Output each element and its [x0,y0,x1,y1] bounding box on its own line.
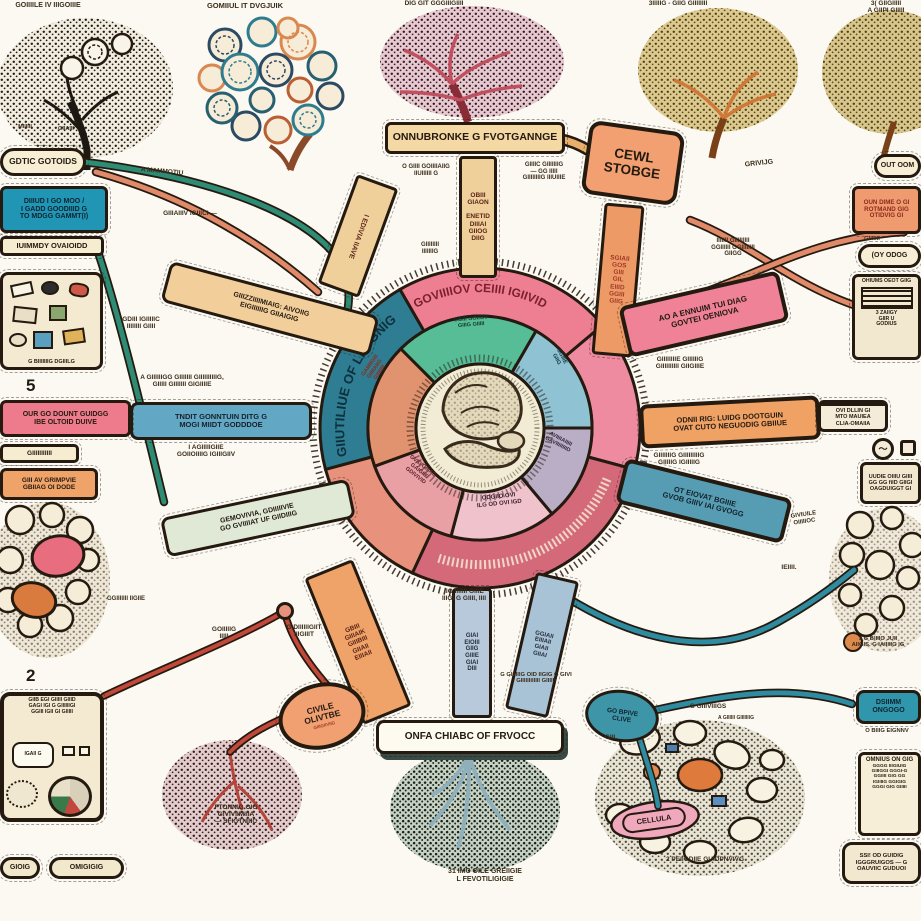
tree-caption-topleft: GOIIIILE IV IIIGOIIIE [15,2,81,9]
annotation: O GIIII GOIIIIAIIG IIUIIIIII G [402,164,450,177]
central-hub: GIIUTILIUE OF LEPGNIG GOVIIIIOV CEIIII I… [309,257,651,599]
annotation: GIII. [604,734,618,741]
annotation: IEIIII. [781,564,797,571]
annotation: 3 G BIIIIO JUII AIIGIS. G IAIIIIIG IG [851,636,905,649]
left-orange-box: GIII AV GRIMPVIE GBIIAG OI DODE [0,465,101,503]
brain-doodle-icon [6,780,38,808]
tree-topleft [0,18,173,170]
right-small-box: OVI DLLIN GI MTO MAUIEA CLIA-OMAIIA [815,397,891,435]
annotation: G DIIIIIIGIIT IIIGIIIT [286,624,322,639]
annotation: I AGIIIIIGIIE GOIIOIIIIG IGIIIGIIV [176,444,236,459]
annotation: G GIIIIIIG OID IIGIG G GIVI GIIIIIIIIIII… [500,672,572,685]
annotation: GOIIIIIG IIIII [211,626,237,641]
stamp-icon [33,331,53,349]
bottomleft-pill-2: OMIGIGIG [46,854,127,882]
annotation: GIIIIIIIIE GIIIIIIG GIIIIIIIIII GIIGIIIE [655,356,705,371]
teal-box-bottomright: DSIIMM ONGOGO [853,687,921,727]
panel-rows: GIIB EGI GIIIII GIIID GAGI IGI G GIIIIII… [28,697,76,715]
small-rect-icon [79,746,90,756]
stamps-panel: G BIIIIIIIG DGIIILG [0,269,106,373]
annotation: GIIIIIIII IIIIIIIG [420,242,439,255]
tree-topmid [380,6,564,124]
tree-caption-bottomleft: FTONNIG OIG GIVIVIIMIIIA — SFIGTNIIIC [214,804,258,826]
top-spoke: OBIII GIAON ENETID DIIIAI GIIOG DIIG [456,153,500,281]
blue-left-spoke: TNDIT GONNTUIN DITG G MOGI MIIDT GODDDOE [127,399,315,443]
barcode-title: OHIUMS OEOT GIIG [861,278,912,284]
tree-topright-b [822,10,921,157]
left-cluster-caption: GGIIIIIII IIGIIE [106,596,145,602]
stamp-icon [49,305,67,321]
tree-doodle [197,16,345,172]
cells-caption-top: G GIIIVIIIGS [689,703,727,710]
annotation: GIIIAIIIV IGIIICI — [163,210,217,217]
top-banner: ONNUBRONKE G FVOTGANNGE [382,119,568,157]
omnius-lines: GGGG IIIGIUIG GIIIGGI GGGI-G GGIIII GIG … [871,763,908,791]
small-square-icon [900,440,916,456]
stamp-icon [41,281,59,295]
number-2: 2 [26,666,36,685]
scribble-circle-icon: 〜 [872,438,894,460]
stamp-icon [9,333,27,347]
tree-topright-a [638,8,798,159]
stamp-icon [12,305,38,325]
tree-caption-topright-a: 3IIIIIG - GIIG GIIIIIIII [648,0,708,7]
bottomleft-pill-1: GIOIG [0,854,43,882]
small-rect-icon [62,746,75,756]
cluster-right-doodles [829,505,921,652]
right-orange-box: OUN DIME O GI ROTMAND GIG OTIDVIG GI [849,183,921,237]
left-strip-1: IUIMMDY OVAIOIDD [0,233,107,259]
number-5: 5 [26,376,36,395]
stamps-caption: G BIIIIIIIG DGIIILG [28,358,75,365]
left-pink-box: OUR GO DOUNT GUIDGG IBE OLTOID DUIVE [0,397,134,440]
tree-bottommid [390,748,560,872]
right-box-5: SSI! OD GUIDIG IGGGRUIGOS — G OAUVIIC GU… [839,839,921,887]
annotation: GIIIIC GIIIIIIIG — GG IIIII GIIIIIIIIG I… [522,162,566,182]
stamp-icon [9,280,35,299]
right-box-3: UUDIE OIIIU GIIII GG GG fiID GIIGI OAGDU… [857,459,921,507]
stamp-icon [62,327,86,346]
speech-bubble-icon: IGAII G [12,742,54,768]
left-pill-1: GDTIC GOTOIDS [0,145,89,179]
tree-caption-doodle: GOMIIUL IT DVGJUIK [206,1,284,10]
barcode-icon [860,286,913,309]
pie-chart-icon [48,776,92,817]
annotation: A GIIIIIIGG GIIIIIII GIIIIIIIIIIG, GIIII… [140,374,224,389]
annotation: IIG IIIIIII GIIIE IIIGI G GIIII, IIII [441,588,487,603]
annotation: O BIIIG EIGNNV [865,728,909,734]
annotation: GDIII IGIIIIIC IIIIIIII GIIII [122,316,160,331]
omnius-title: OMNIUS ON GIG [865,757,914,763]
right-pill-1: OUT OOM [871,151,921,181]
left-strip-2: GIIIIIIIIIII [0,441,82,466]
cells-caption-bottom: 2 PEIIGDIIE GUIDPNVIVG [665,856,745,863]
tree-caption-topmid: DIG GIT GGGIIIGIIII [404,0,464,7]
brain-illustration [441,371,526,469]
left-teal-box: DIIIUD I GO MOO / I GADD GOODIIID G TO M… [0,183,111,236]
stamp-icon [67,281,91,299]
barcode-box: OHIUMS OEOT GIIG 3 ZAIIGY GIIR U GODIUS [849,271,921,363]
annotation: IIIIIII GIIIIIIIII GGIIIIII GGIIIIIIII G… [711,238,755,258]
barcode-caption: 3 ZAIIGY GIIR U GODIUS [875,309,898,328]
bottomleft-panel: GIIB EGI GIIIII GIIID GAGI IGI G GIIIIII… [0,689,107,825]
blue-bottom-spoke-1: GIAI EIOIII GIIG GIIIE GIAI DIII [449,585,495,721]
tree-caption-bottommid: 31 IMC OILE GREIIGIE L FEVOTILIGIGIE [448,868,522,883]
cells-caption-sub: A GIIIIII GIIIIIIIG [718,715,754,721]
omnius-box: OMNIUS ON GIG GGGG IIIGIUIG GIIIGGI GGGI… [855,749,921,839]
annotation: GIIIIIII [864,236,880,242]
cluster-bottomright-cells [595,719,805,876]
annotation: GIIIIIIIG GIIIIIIIIIG GIIIIIG IGIIIIIG [653,452,705,467]
tree-bottomleft-cluster [162,740,302,850]
bottom-banner: ONFA CHIABC OF FRVOCC [373,717,567,757]
cewl-storage-node: CEWL STOBGE [577,116,689,210]
orange-right-spoke: ODNII RIG: LUIDG DOOTGUIN OVAT CUTO NEGU… [635,391,825,453]
tree-caption-topleft-b: GIIAIII [58,126,74,132]
tree-caption-topright-b: 3( GIIGIIIII A GIIPI GIIIII [867,0,905,15]
cluster-left-cells [0,501,110,658]
right-pill-2: (OY ODOG [855,241,921,271]
tree-caption-topleft-a: MIIIIII [18,124,32,130]
